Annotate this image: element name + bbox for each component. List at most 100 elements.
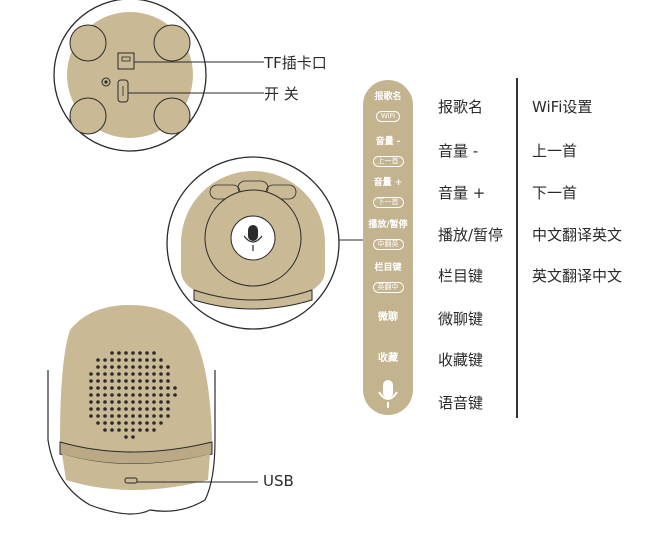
- speaker-hole: [138, 386, 142, 390]
- speaker-hole: [103, 400, 107, 404]
- speaker-hole: [117, 421, 121, 425]
- function-label: 播放/暂停: [438, 226, 504, 244]
- speaker-hole: [124, 358, 128, 362]
- speaker-hole: [152, 386, 156, 390]
- speaker-hole: [103, 393, 107, 397]
- bottom-device-base: [62, 454, 210, 490]
- speaker-hole: [145, 414, 149, 418]
- speaker-hole: [138, 414, 142, 418]
- speaker-hole: [159, 386, 163, 390]
- speaker-hole: [117, 379, 121, 383]
- speaker-hole: [110, 400, 114, 404]
- speaker-hole: [131, 407, 135, 411]
- speaker-hole: [131, 351, 135, 355]
- button-legend-pill: 报歌名 WiFi 音量 - 上一首 音量 + 下一首 播放/暂停 中翻英 栏目键…: [363, 80, 413, 415]
- speaker-hole: [138, 400, 142, 404]
- speaker-hole: [145, 372, 149, 376]
- speaker-hole: [145, 358, 149, 362]
- speaker-hole: [152, 421, 156, 425]
- speaker-hole: [145, 400, 149, 404]
- function-label: 微聊键: [438, 310, 484, 328]
- function-label: 语音键: [438, 394, 484, 412]
- speaker-hole: [138, 379, 142, 383]
- speaker-hole: [131, 379, 135, 383]
- speaker-hole: [138, 372, 142, 376]
- speaker-hole: [145, 386, 149, 390]
- switch-knob: [117, 79, 129, 103]
- secondary-function-label: 上一首: [532, 142, 578, 160]
- speaker-hole: [110, 393, 114, 397]
- button-volume-up: 音量 + 下一首: [372, 178, 404, 208]
- speaker-hole: [152, 428, 156, 432]
- speaker-hole: [166, 372, 170, 376]
- speaker-hole: [166, 393, 170, 397]
- speaker-hole: [103, 407, 107, 411]
- speaker-hole: [96, 421, 100, 425]
- speaker-hole: [117, 365, 121, 369]
- speaker-hole: [96, 379, 100, 383]
- bottom-device-outline: [47, 370, 216, 515]
- speaker-hole: [152, 351, 156, 355]
- button-volume-down: 音量 - 上一首: [363, 137, 413, 167]
- speaker-grille: [89, 351, 177, 439]
- function-label: 音量 -: [438, 142, 479, 160]
- speaker-hole: [145, 428, 149, 432]
- speaker-hole: [96, 372, 100, 376]
- speaker-hole: [124, 414, 128, 418]
- speaker-hole: [96, 386, 100, 390]
- speaker-hole: [152, 358, 156, 362]
- middle-device: [166, 156, 340, 330]
- speaker-hole: [103, 379, 107, 383]
- switch-label: 开 关: [264, 85, 299, 103]
- speaker-hole: [117, 351, 121, 355]
- speaker-hole: [96, 407, 100, 411]
- secondary-function-label: 中文翻译英文: [532, 226, 623, 244]
- speaker-hole: [152, 393, 156, 397]
- speaker-hole: [138, 393, 142, 397]
- speaker-hole: [166, 365, 170, 369]
- button-wechat: 微聊: [378, 312, 398, 323]
- speaker-hole: [131, 435, 135, 439]
- usb-label: USB: [263, 472, 294, 490]
- speaker-hole: [124, 365, 128, 369]
- speaker-hole: [110, 386, 114, 390]
- function-label: 栏目键: [438, 267, 484, 285]
- speaker-hole: [89, 400, 93, 404]
- speaker-hole: [145, 421, 149, 425]
- speaker-hole: [117, 393, 121, 397]
- speaker-hole: [159, 372, 163, 376]
- bottom-right-lobe: [153, 97, 191, 135]
- speaker-hole: [89, 379, 93, 383]
- speaker-hole: [166, 379, 170, 383]
- button-song-name: 报歌名 WiFi: [374, 92, 402, 122]
- speaker-hole: [124, 351, 128, 355]
- speaker-hole: [166, 407, 170, 411]
- speaker-hole: [103, 372, 107, 376]
- speaker-hole: [96, 358, 100, 362]
- speaker-hole: [131, 421, 135, 425]
- speaker-hole: [152, 365, 156, 369]
- column-divider: [516, 78, 518, 418]
- speaker-hole: [96, 400, 100, 404]
- speaker-hole: [96, 414, 100, 418]
- speaker-hole: [138, 358, 142, 362]
- speaker-hole: [89, 414, 93, 418]
- speaker-hole: [131, 358, 135, 362]
- function-label: 收藏键: [438, 351, 484, 369]
- speaker-hole: [103, 365, 107, 369]
- middle-device-base: [193, 289, 313, 310]
- function-label: 报歌名: [438, 98, 484, 116]
- speaker-hole: [131, 414, 135, 418]
- speaker-hole: [117, 428, 121, 432]
- speaker-hole: [96, 365, 100, 369]
- speaker-hole: [173, 386, 177, 390]
- speaker-hole: [131, 372, 135, 376]
- speaker-hole: [159, 400, 163, 404]
- speaker-hole: [117, 400, 121, 404]
- secondary-function-label: 英文翻译中文: [532, 267, 623, 285]
- speaker-hole: [110, 365, 114, 369]
- speaker-hole: [159, 379, 163, 383]
- speaker-hole: [166, 400, 170, 404]
- speaker-hole: [124, 386, 128, 390]
